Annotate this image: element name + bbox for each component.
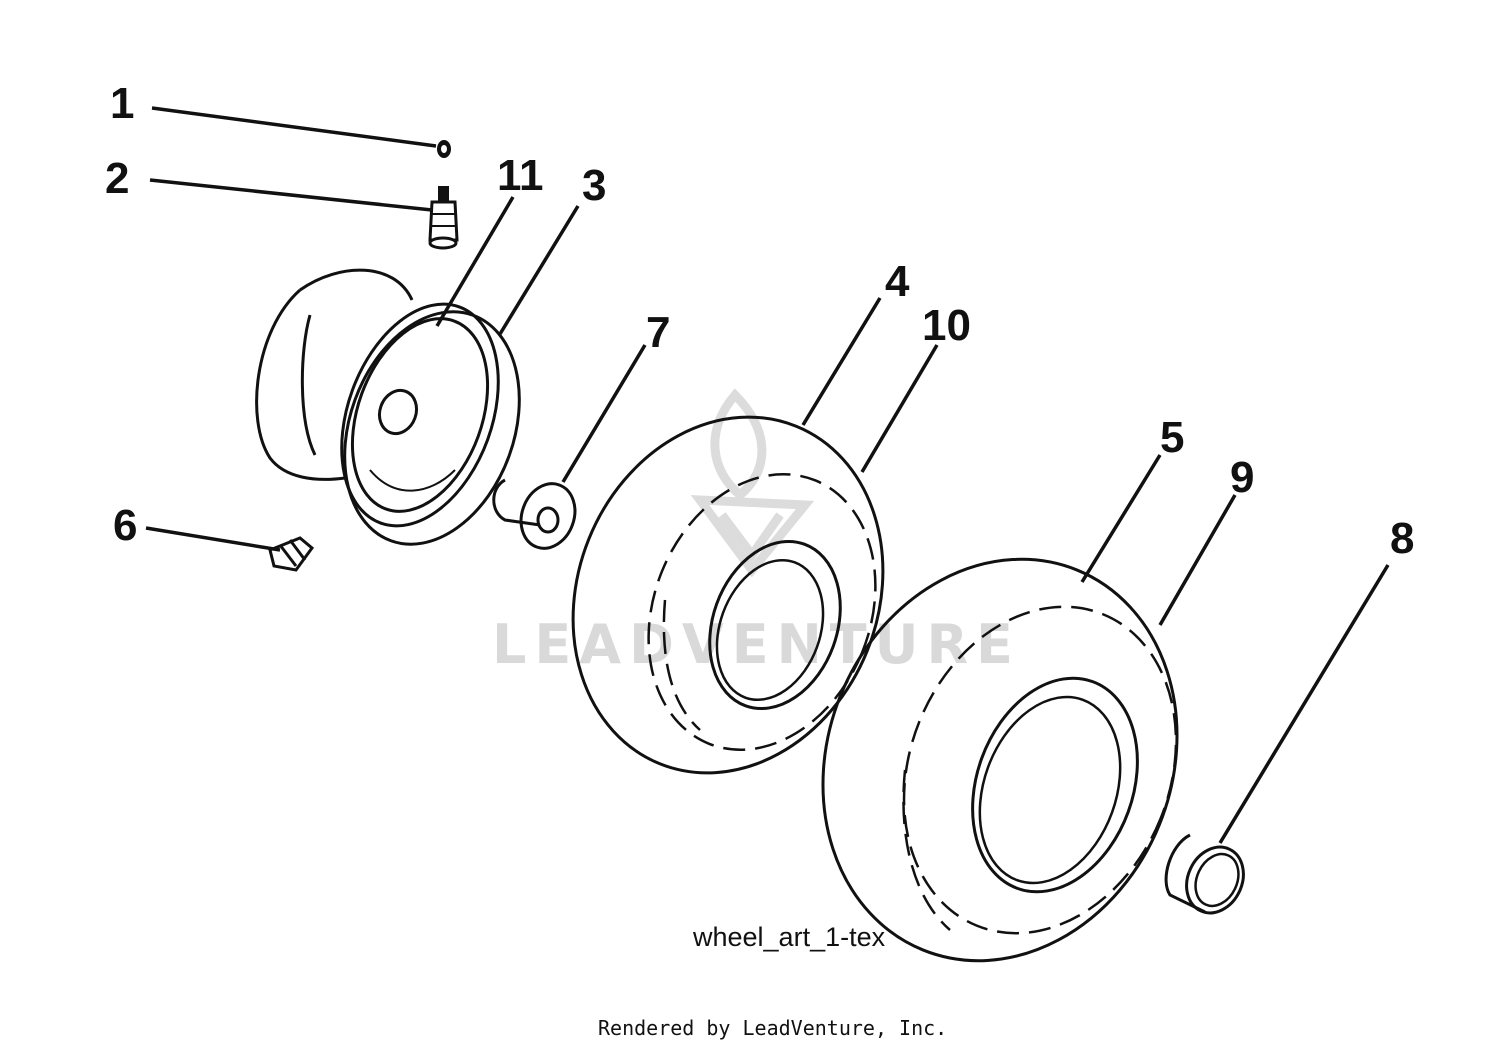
part-4-tire — [571, 415, 885, 775]
leader-6 — [145, 526, 281, 552]
callout-4: 4 — [885, 257, 910, 306]
leader-4 — [801, 297, 882, 426]
leader-lines — [145, 106, 1390, 844]
leader-9 — [1158, 494, 1237, 626]
leader-3 — [498, 205, 580, 335]
callout-1: 1 — [110, 79, 134, 128]
leader-7 — [561, 344, 647, 483]
callout-labels: 1 2 11 3 4 10 7 6 5 9 8 — [105, 79, 1414, 563]
callout-10: 10 — [922, 301, 971, 350]
leader-5 — [1080, 454, 1162, 583]
leader-11 — [435, 196, 515, 327]
part-11-rim — [255, 268, 500, 528]
callout-8: 8 — [1390, 514, 1414, 563]
art-caption: wheel_art_1-tex — [692, 922, 886, 952]
callout-3: 3 — [582, 161, 606, 210]
part-8-hub-cap — [1164, 833, 1245, 915]
leadventure-watermark: LEADVENTURE — [492, 388, 1021, 676]
callout-11: 11 — [497, 151, 544, 200]
callout-7: 7 — [646, 308, 670, 357]
watermark-text: LEADVENTURE — [492, 613, 1021, 676]
leader-2 — [149, 178, 433, 212]
part-5-tire — [821, 557, 1179, 963]
callout-9: 9 — [1230, 453, 1254, 502]
footer-credit: Rendered by LeadVenture, Inc. — [598, 1016, 947, 1040]
callout-6: 6 — [113, 501, 137, 550]
part-7-bushing — [492, 478, 577, 550]
part-1-nut — [437, 140, 451, 158]
part-2-valve-stem — [428, 186, 459, 250]
part-6-valve — [268, 536, 315, 572]
leader-8 — [1218, 564, 1390, 844]
callout-2: 2 — [105, 154, 129, 203]
leader-10 — [860, 344, 939, 473]
callout-5: 5 — [1160, 413, 1184, 462]
part-3-rim-ring — [343, 310, 521, 546]
leader-1 — [151, 106, 437, 148]
